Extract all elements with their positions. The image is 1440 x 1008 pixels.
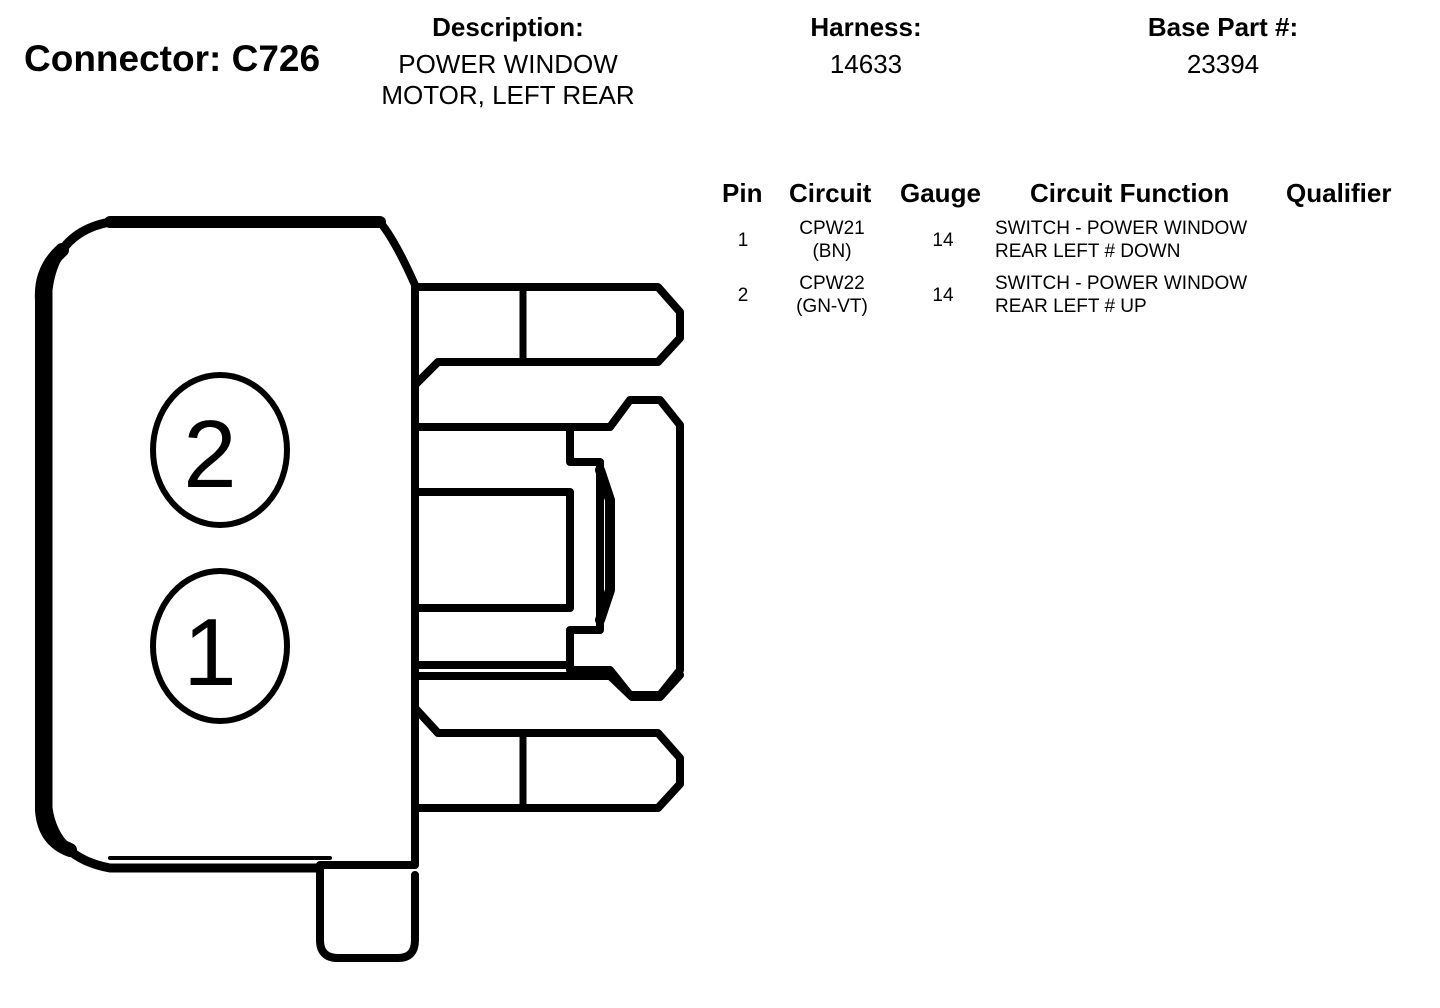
column-header-qualifier: Qualifier: [1286, 178, 1392, 208]
circuit-code: CPW21: [799, 218, 865, 239]
function-line2: REAR LEFT # UP: [995, 296, 1147, 317]
connector-title: Connector: C726: [24, 38, 321, 79]
description-line1: POWER WINDOW: [398, 49, 618, 79]
base-part-value: 23394: [1186, 49, 1260, 79]
pin-number: 2: [737, 285, 749, 306]
center-key: [411, 423, 604, 669]
function-line1: SWITCH - POWER WINDOW: [995, 218, 1248, 239]
circuit-color: (BN): [812, 241, 852, 262]
function-line2: REAR LEFT # DOWN: [995, 241, 1181, 262]
pin-1-cavity: [150, 568, 290, 724]
connector-housing: [106, 218, 419, 962]
column-header-pin: Pin: [722, 178, 763, 208]
description-line2: MOTOR, LEFT REAR: [381, 80, 635, 110]
harness-value: 14633: [829, 49, 903, 79]
harness-label: Harness:: [810, 12, 922, 42]
pin-2-cavity: [150, 372, 290, 528]
pin-number: 1: [737, 230, 749, 251]
upper-latch: [411, 283, 684, 389]
description-label: Description:: [432, 12, 584, 42]
column-header-circuit-function: Circuit Function: [1030, 178, 1230, 208]
gauge-value: 14: [932, 285, 954, 306]
pin-1-label: 1: [183, 599, 236, 706]
housing-left-wall: [34, 243, 77, 857]
column-header-gauge: Gauge: [900, 178, 981, 208]
circuit-color: (GN-VT): [796, 296, 868, 317]
pin-2-label: 2: [183, 401, 236, 508]
circuit-code: CPW22: [799, 273, 865, 294]
column-header-circuit: Circuit: [789, 178, 872, 208]
lower-latch: [411, 671, 684, 701]
function-line1: SWITCH - POWER WINDOW: [995, 273, 1248, 294]
base-part-label: Base Part #:: [1147, 12, 1299, 42]
gauge-value: 14: [932, 230, 954, 251]
